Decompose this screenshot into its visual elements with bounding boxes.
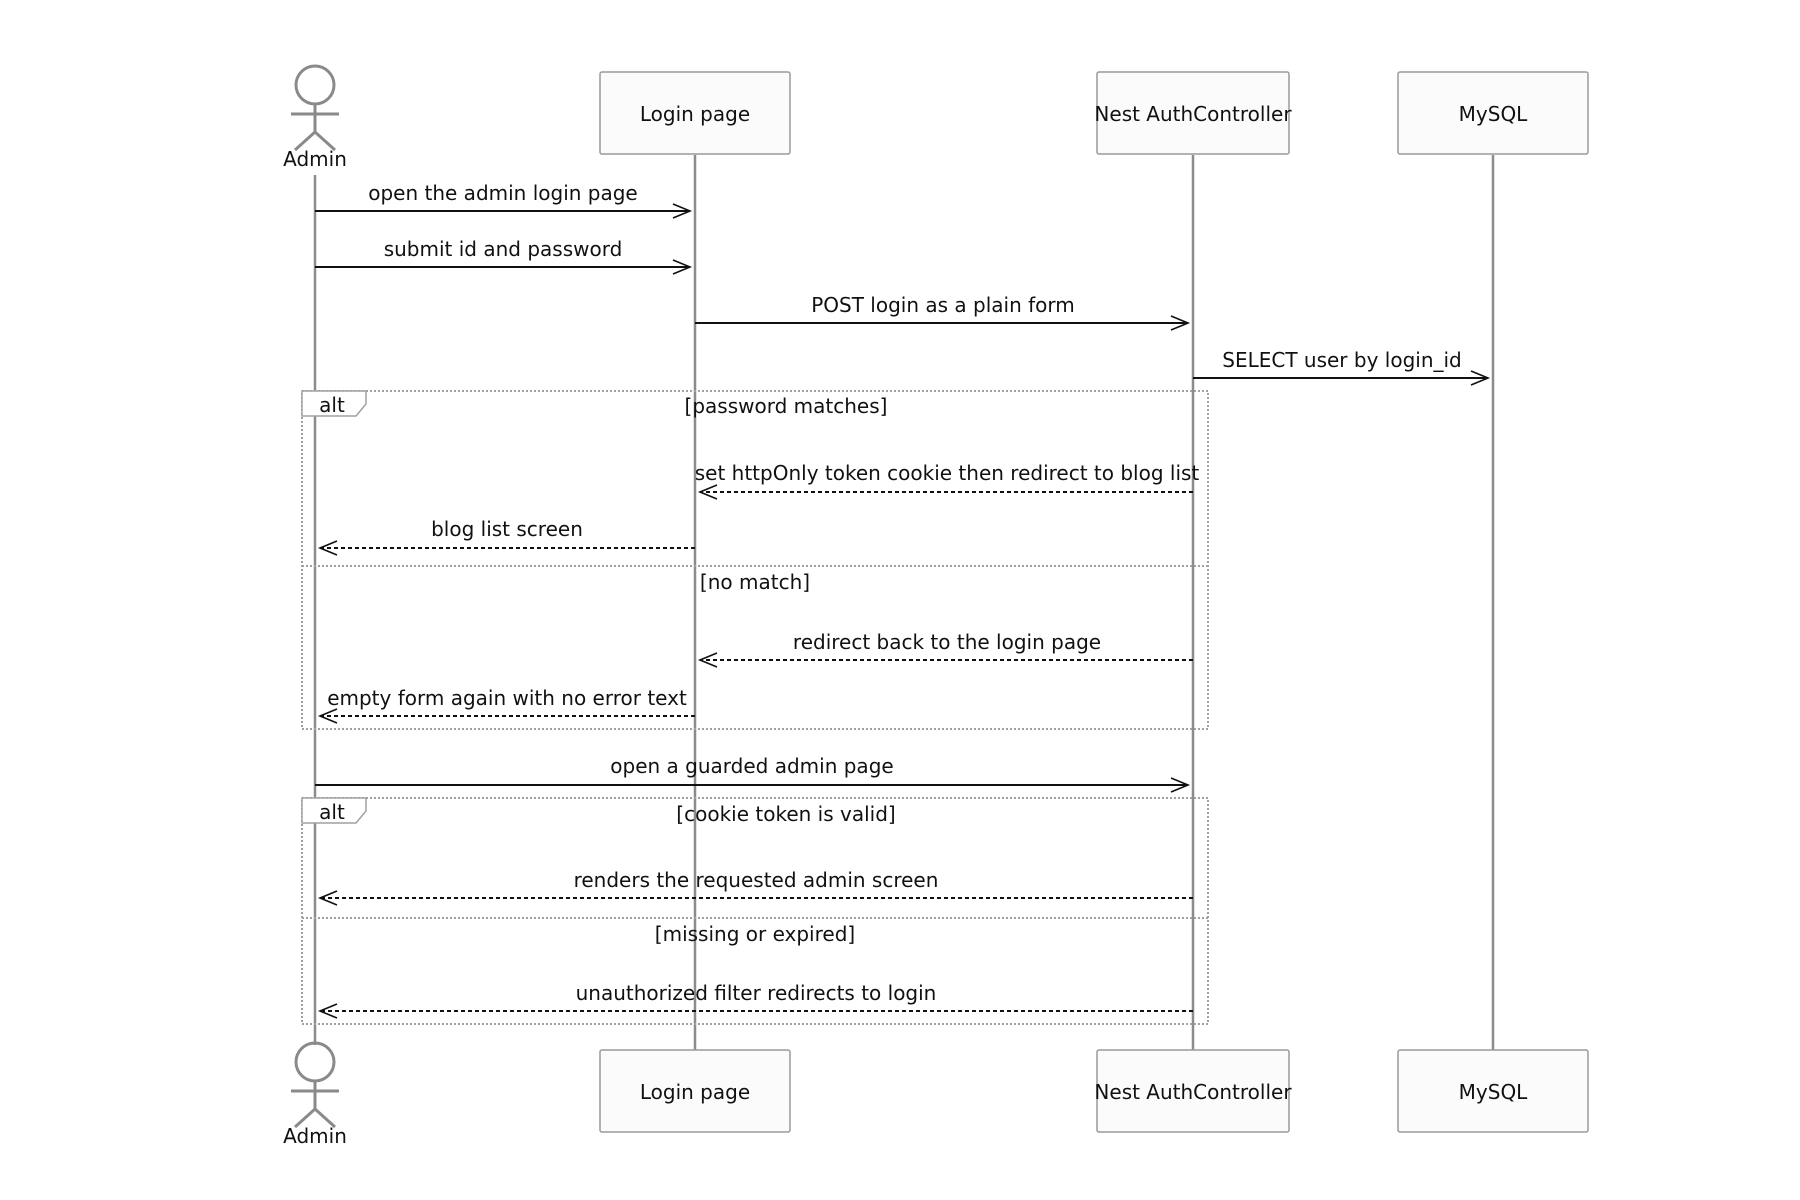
participant-mysql-bottom: MySQL [1397, 1049, 1589, 1133]
message-render-admin-screen: renders the requested admin screen [317, 868, 1193, 906]
participant-login-page-top: Login page [599, 71, 791, 155]
message-unauthorized-redirect: unauthorized filter redirects to login [317, 981, 1193, 1019]
participant-login-page-bottom: Login page [599, 1049, 791, 1133]
message-blog-list-screen: blog list screen [317, 517, 695, 556]
message-label: renders the requested admin screen [574, 868, 939, 892]
fragment-condition: [missing or expired] [655, 922, 855, 946]
message-submit-credentials: submit id and password [315, 237, 693, 275]
actor-label: Admin [283, 147, 347, 171]
person-icon [291, 64, 339, 152]
participant-label: MySQL [1459, 1080, 1529, 1104]
fragment-label: alt [319, 393, 345, 417]
message-label: redirect back to the login page [793, 630, 1101, 654]
message-label: POST login as a plain form [811, 293, 1075, 317]
message-label: empty form again with no error text [327, 686, 687, 710]
message-label: unauthorized filter redirects to login [576, 981, 937, 1005]
participant-mysql-top: MySQL [1397, 71, 1589, 155]
alt-fragment-guard: alt [cookie token is valid] [missing or … [301, 797, 1209, 1025]
message-open-login-page: open the admin login page [315, 181, 693, 219]
alt-fragment-login: alt [password matches] [no match] [301, 390, 1209, 730]
actor-label: Admin [283, 1124, 347, 1148]
message-label: open the admin login page [368, 181, 638, 205]
participant-auth-controller-bottom: Nest AuthController [1094, 1049, 1292, 1133]
participant-auth-controller-top: Nest AuthController [1094, 71, 1292, 155]
actor-admin-top: Admin [283, 64, 347, 171]
message-label: submit id and password [384, 237, 623, 261]
message-empty-form: empty form again with no error text [317, 686, 695, 724]
message-post-login: POST login as a plain form [695, 293, 1191, 331]
participant-label: Login page [640, 102, 750, 126]
participant-label: Nest AuthController [1094, 102, 1292, 126]
fragment-condition: [password matches] [685, 394, 888, 418]
message-select-user: SELECT user by login_id [1193, 348, 1491, 386]
actor-admin-bottom: Admin [283, 1041, 347, 1148]
message-set-cookie-redirect: set httpOnly token cookie then redirect … [695, 461, 1200, 500]
participant-label: Login page [640, 1080, 750, 1104]
message-label: SELECT user by login_id [1222, 348, 1462, 372]
message-label: set httpOnly token cookie then redirect … [695, 461, 1200, 485]
fragment-condition: [no match] [700, 570, 810, 594]
message-label: blog list screen [431, 517, 583, 541]
message-label: open a guarded admin page [610, 754, 893, 778]
message-open-guarded-page: open a guarded admin page [315, 754, 1191, 793]
participant-label: Nest AuthController [1094, 1080, 1292, 1104]
person-icon [291, 1041, 339, 1129]
message-redirect-login: redirect back to the login page [697, 630, 1193, 668]
fragment-condition: [cookie token is valid] [676, 802, 895, 826]
fragment-label: alt [319, 800, 345, 824]
participant-label: MySQL [1459, 102, 1529, 126]
